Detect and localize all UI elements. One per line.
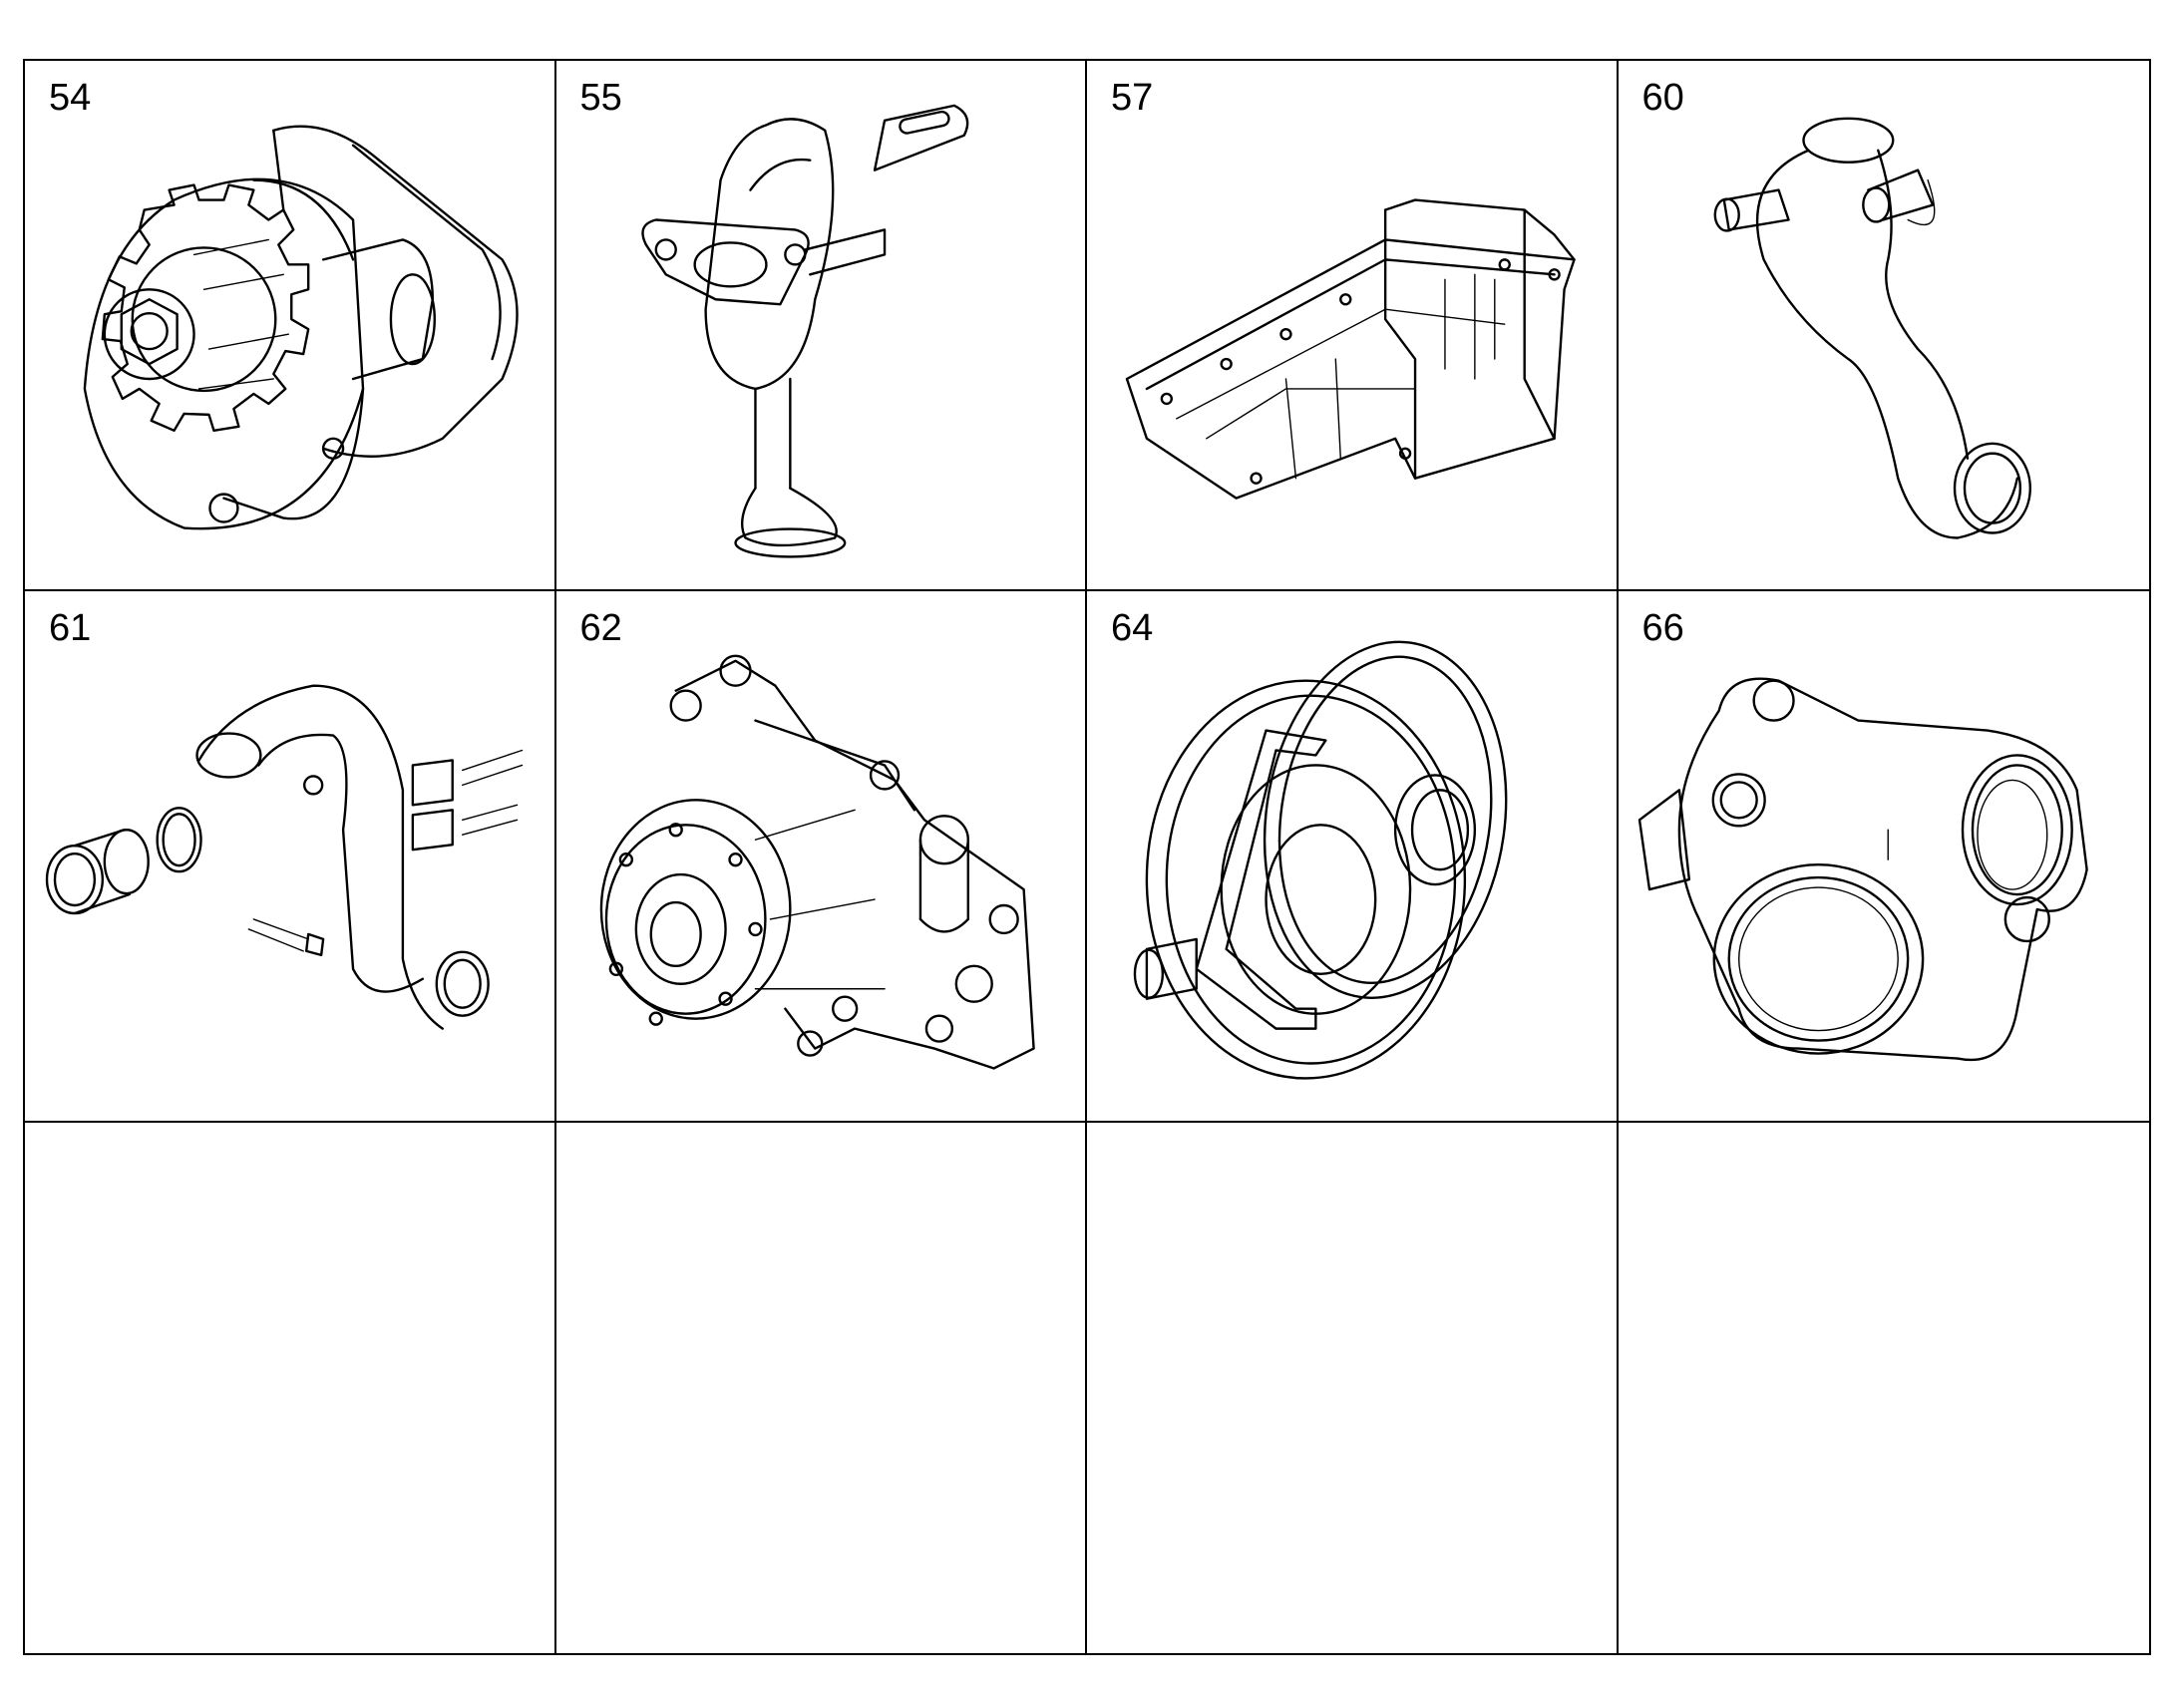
oil-dipstick-tube-icon [640,104,968,558]
vacuum-pump-icon [1133,640,1508,1080]
part-number-label: 54 [49,77,92,119]
part-number-label: 57 [1111,77,1154,119]
part-number-label: 64 [1111,607,1154,650]
oil-pan-icon [1125,198,1576,500]
empty-cell [1087,1122,1619,1653]
part-number-label: 55 [579,77,622,119]
part-cell-66[interactable]: 66 [1618,591,2149,1123]
part-cell-62[interactable]: 62 [555,591,1087,1123]
empty-cell [556,1122,1087,1653]
part-cell-57[interactable]: 57 [1087,61,1619,592]
parts-grid: 54 55 [23,59,2151,1655]
part-number-label: 61 [49,607,92,650]
part-cell-55[interactable]: 55 [555,61,1087,592]
part-cell-61[interactable]: 61 [25,591,556,1123]
empty-cell [1619,1123,2150,1653]
part-number-label: 60 [1641,77,1684,119]
part-number-label: 66 [1641,607,1684,650]
generator-gear-icon [83,125,519,530]
part-cell-64[interactable]: 64 [1087,591,1619,1123]
thermostat-housing-icon [1637,677,2088,1062]
part-cell-60[interactable]: 60 [1618,61,2149,592]
coolant-pipe-icon [1713,117,2031,539]
empty-cell [25,1122,556,1653]
part-cell-54[interactable]: 54 [25,61,556,592]
coolant-hose-kit-icon [45,684,524,1031]
part-number-label: 62 [579,607,622,650]
water-pump-icon [599,654,1035,1071]
